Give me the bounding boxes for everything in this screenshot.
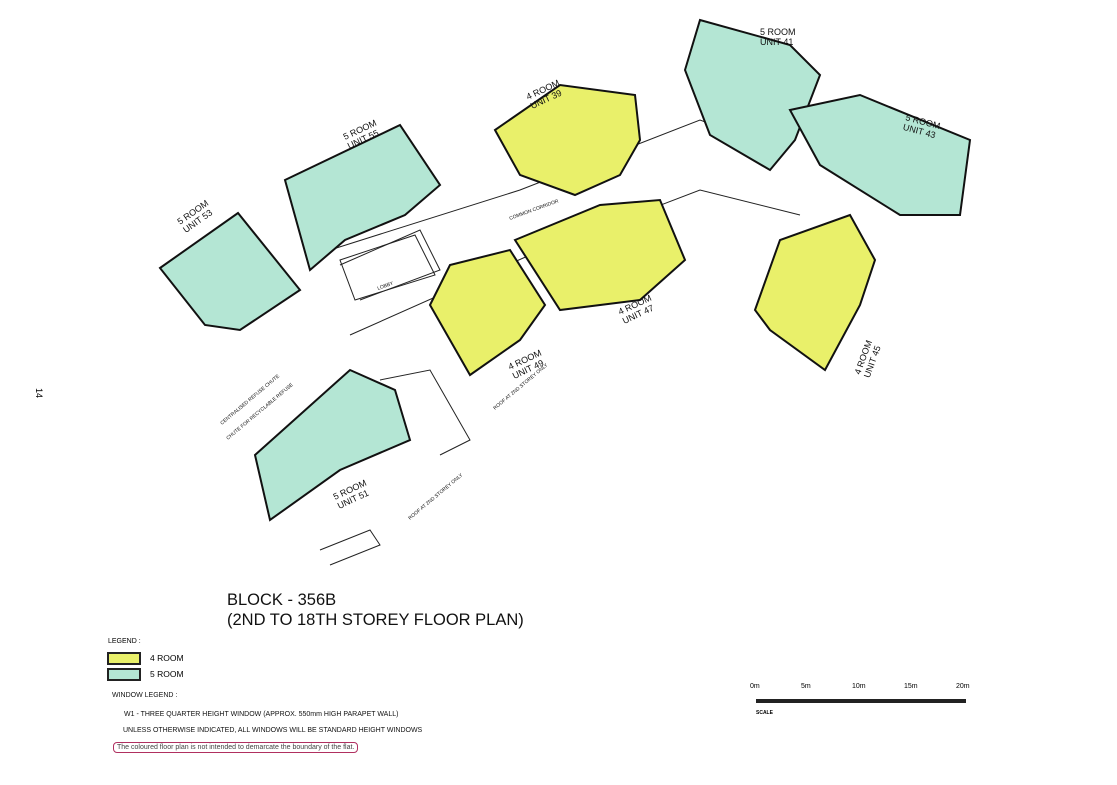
unit-51 bbox=[253, 368, 412, 522]
legend-label-4-room: 4 ROOM bbox=[150, 653, 184, 663]
legend-swatch-4-room bbox=[107, 652, 141, 665]
scale-tick: 0m bbox=[750, 683, 760, 690]
unit-41 bbox=[683, 18, 822, 172]
scale-tick: 20m bbox=[956, 683, 970, 690]
page-title: BLOCK - 356B (2ND TO 18TH STOREY FLOOR P… bbox=[227, 590, 524, 630]
scale-tick: 15m bbox=[904, 683, 918, 690]
window-legend-w1: W1 - THREE QUARTER HEIGHT WINDOW (APPROX… bbox=[124, 711, 399, 718]
scale-tick: 5m bbox=[801, 683, 811, 690]
legend-label-5-room: 5 ROOM bbox=[150, 669, 184, 679]
corridor-label: COMMON CORRIDOR bbox=[509, 198, 560, 222]
unit-53 bbox=[158, 211, 302, 332]
unit-39 bbox=[493, 83, 642, 197]
block-title: BLOCK - 356B bbox=[227, 591, 337, 609]
legend-heading: LEGEND : bbox=[108, 638, 141, 645]
disclaimer: The coloured floor plan is not intended … bbox=[113, 742, 359, 753]
unit-49 bbox=[428, 248, 547, 377]
roof-label: ROOF AT 2ND STOREY ONLY bbox=[407, 472, 464, 522]
unit-label: 5 ROOMUNIT 53 bbox=[175, 198, 216, 235]
scale-line bbox=[756, 699, 966, 703]
scale-label: SCALE bbox=[756, 710, 773, 716]
scale-bar: 0m 5m 10m 15m 20m SCALE bbox=[748, 683, 973, 723]
unit-55 bbox=[283, 123, 442, 272]
scale-tick: 10m bbox=[852, 683, 866, 690]
floor-plan-subtitle: (2ND TO 18TH STOREY FLOOR PLAN) bbox=[227, 611, 524, 629]
unit-45 bbox=[753, 213, 877, 372]
unit-label: 5 ROOMUNIT 51 bbox=[332, 478, 373, 511]
window-legend-note: UNLESS OTHERWISE INDICATED, ALL WINDOWS … bbox=[123, 727, 423, 734]
unit-43 bbox=[788, 93, 972, 216]
lobby-label: LOBBY bbox=[377, 280, 395, 292]
unit-47 bbox=[513, 198, 687, 312]
unit-label: 4 ROOMUNIT 45 bbox=[852, 339, 883, 379]
window-legend-heading: WINDOW LEGEND : bbox=[112, 692, 178, 699]
unit-label: 4 ROOMUNIT 49 bbox=[507, 348, 548, 381]
legend-swatch-5-room bbox=[107, 668, 141, 681]
page-number: 14 bbox=[34, 387, 45, 399]
